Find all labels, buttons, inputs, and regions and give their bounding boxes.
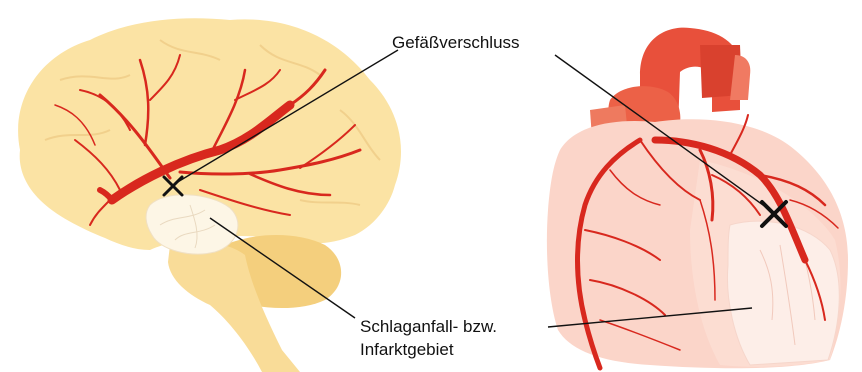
label-infarct-line1: Schlaganfall- bzw.: [360, 317, 497, 337]
label-occlusion: Gefäßverschluss: [392, 33, 520, 53]
label-infarct-line2: Infarktgebiet: [360, 340, 454, 360]
brain: [18, 18, 401, 372]
heart: [547, 28, 848, 369]
heart-infarct-area: [727, 221, 839, 365]
